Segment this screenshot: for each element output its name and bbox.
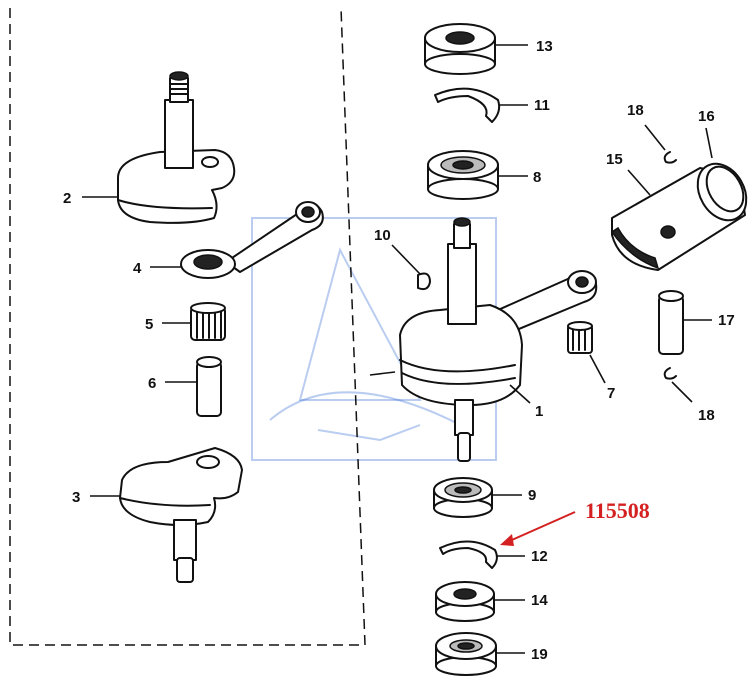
callout-9: 9 (528, 487, 536, 504)
part-retaining-ring-top (434, 87, 501, 123)
callout-6: 6 (148, 375, 156, 392)
dashed-group-frame (9, 7, 366, 646)
part-connecting-rod (180, 201, 324, 279)
part-oil-seal-lower (435, 581, 495, 622)
callout-1: 1 (535, 403, 543, 420)
part-retaining-clip-lower (663, 367, 677, 380)
part-crank-pin (196, 356, 222, 417)
part-piston-pin (658, 290, 684, 355)
part-woodruff-key (417, 272, 431, 291)
callout-8: 8 (533, 169, 541, 186)
part-piston (610, 162, 748, 271)
callout-10: 10 (374, 227, 391, 244)
callout-18-upper: 18 (627, 102, 644, 119)
part-oil-seal-top (424, 23, 496, 75)
part-ball-bearing-upper (427, 150, 499, 200)
part-retaining-clip-upper (663, 151, 677, 164)
part-needle-bearing (190, 302, 226, 341)
callout-2: 2 (63, 190, 71, 207)
callout-16: 16 (698, 108, 715, 125)
callout-7: 7 (607, 385, 615, 402)
callout-18-lower: 18 (698, 407, 715, 424)
part-small-needle-bearing (567, 321, 593, 354)
part-crank-half-lower (119, 447, 243, 583)
callout-13: 13 (536, 38, 553, 55)
callout-leaders (82, 44, 713, 654)
part-retaining-ring-bottom (439, 540, 498, 569)
part-crank-half-upper (117, 71, 236, 224)
callout-11: 11 (534, 97, 550, 114)
callout-3: 3 (72, 489, 80, 506)
callout-14: 14 (531, 592, 548, 609)
group-leader-line (369, 371, 396, 376)
part-oil-seal-bottom (435, 632, 497, 676)
reference-part-number: 115508 (585, 498, 650, 523)
callout-19: 19 (531, 646, 548, 663)
reference-arrowhead (500, 534, 514, 546)
part-ball-bearing-lower (433, 477, 493, 518)
callout-15: 15 (606, 151, 623, 168)
callout-12: 12 (531, 548, 548, 565)
callout-5: 5 (145, 316, 153, 333)
callout-17: 17 (718, 312, 735, 329)
part-crankshaft-assembly (399, 217, 598, 462)
callout-4: 4 (133, 260, 142, 277)
reference-arrow (504, 511, 576, 544)
